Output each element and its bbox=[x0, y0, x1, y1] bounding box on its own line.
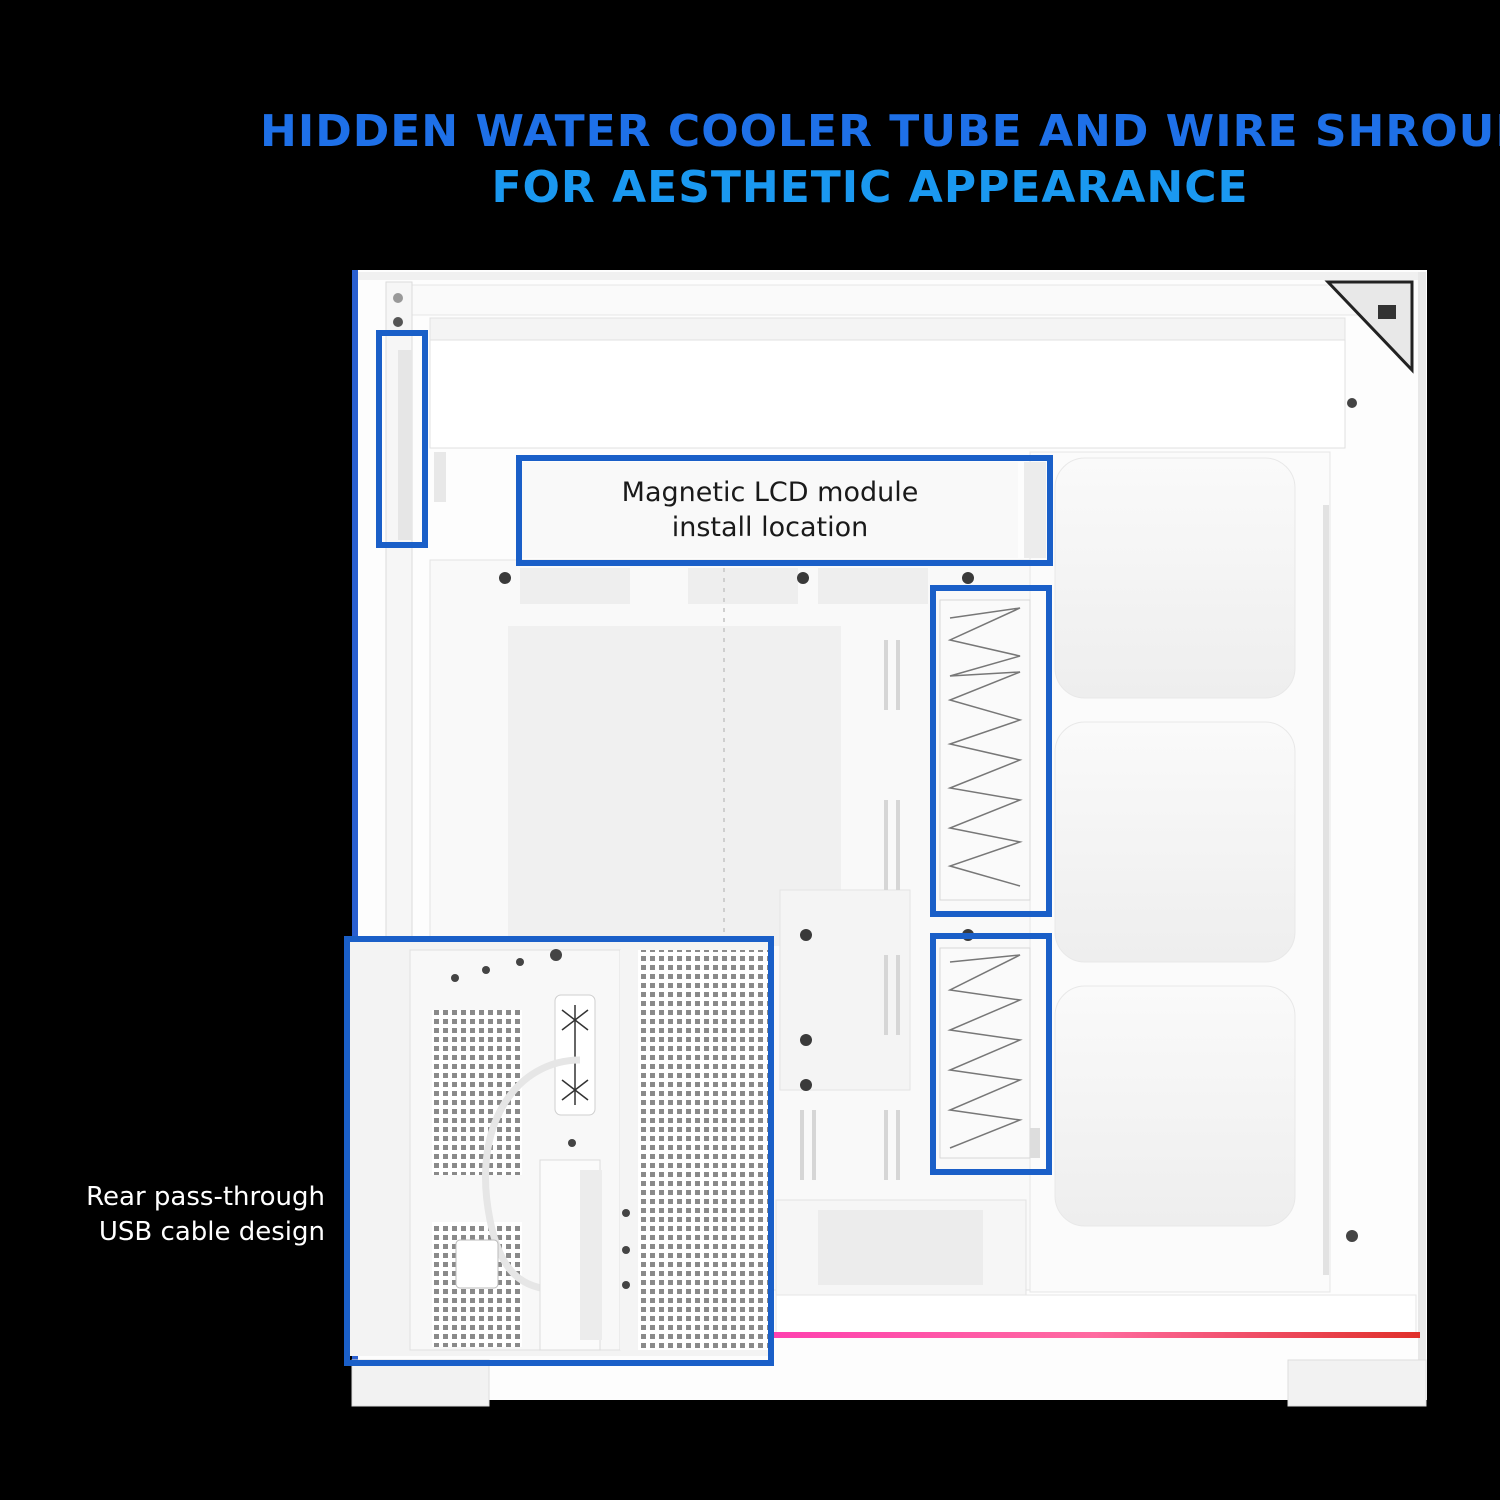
lcd-module-label-line-2: install location bbox=[671, 512, 869, 543]
tube-channel-lower-callout bbox=[930, 933, 1052, 1175]
rear-shroud-callout bbox=[376, 330, 428, 548]
rear-io-inset bbox=[350, 942, 768, 1356]
headline-line-1: HIDDEN WATER COOLER TUBE AND WIRE SHROUD bbox=[260, 106, 1500, 157]
lcd-module-callout bbox=[516, 455, 1053, 566]
tube-channel-upper-callout bbox=[930, 585, 1052, 917]
rear-usb-label: Rear pass-through USB cable design bbox=[40, 1180, 325, 1250]
lcd-module-area bbox=[522, 462, 1018, 558]
lcd-module-label-line-1: Magnetic LCD module bbox=[621, 477, 919, 508]
rear-usb-callout bbox=[344, 936, 774, 1366]
headline: HIDDEN WATER COOLER TUBE AND WIRE SHROUD… bbox=[260, 104, 1500, 216]
headline-line-2: FOR AESTHETIC APPEARANCE bbox=[491, 162, 1249, 213]
rear-usb-label-line-2: USB cable design bbox=[98, 1217, 325, 1247]
rear-usb-label-line-1: Rear pass-through bbox=[86, 1182, 325, 1212]
tube-shroud-channel bbox=[939, 599, 1040, 1159]
lcd-module-label: Magnetic LCD module install location bbox=[522, 462, 1018, 558]
